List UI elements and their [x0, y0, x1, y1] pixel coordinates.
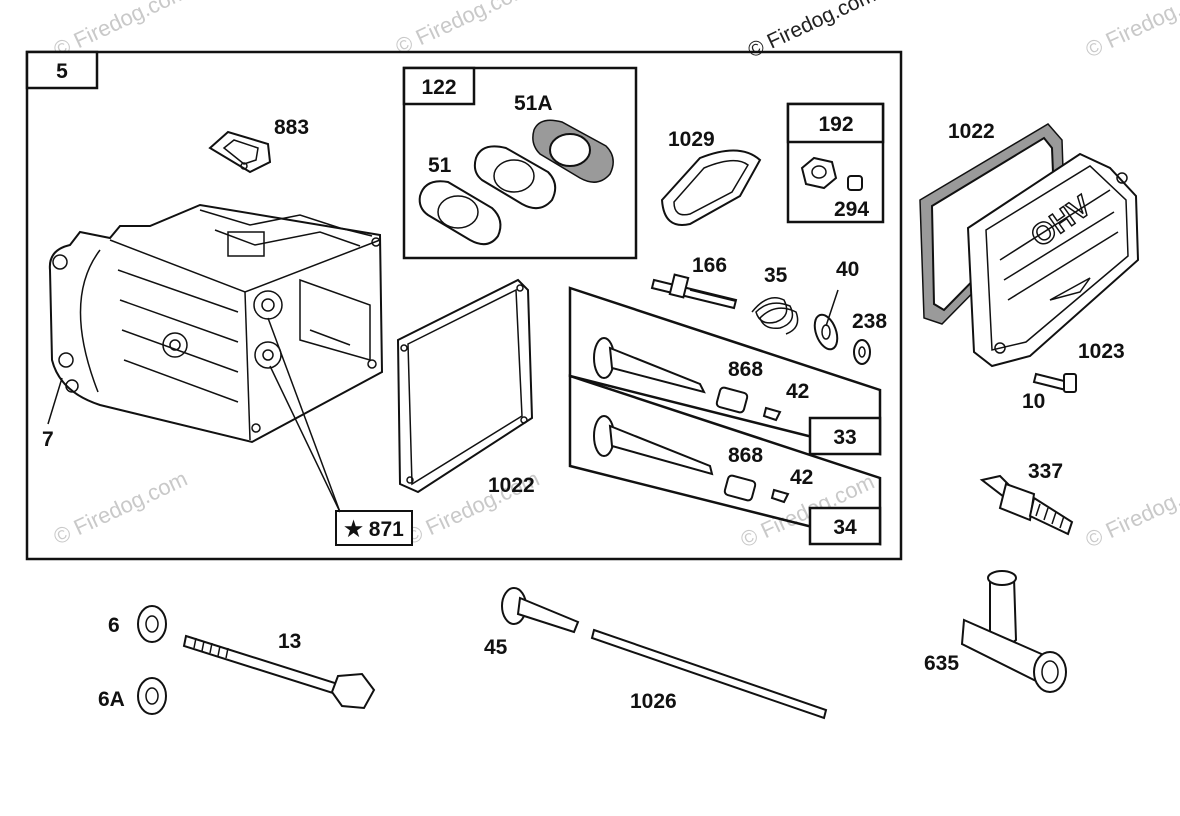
- label-294: 294: [834, 198, 869, 221]
- spark-plug: [979, 474, 1074, 536]
- label-1023: 1023: [1078, 340, 1125, 363]
- gasket-883: [208, 130, 272, 174]
- nut-set-number-box: [786, 102, 885, 144]
- kit-number: ★ 871: [344, 518, 404, 541]
- assembly-number: 5: [56, 60, 68, 83]
- washer-6: [137, 605, 167, 643]
- gasket-set-number-box: [402, 66, 476, 106]
- valve-cover: OHV: [919, 123, 1140, 368]
- washer-238: [853, 339, 871, 365]
- label-883: 883: [274, 116, 309, 139]
- cylinder-head: [48, 203, 384, 444]
- label-868-b: 868: [728, 444, 763, 467]
- label-1022-gasket: 1022: [488, 474, 535, 497]
- rocker-stud: [650, 273, 738, 310]
- label-1029: 1029: [668, 128, 715, 151]
- kit-number-box: [335, 510, 413, 546]
- label-10: 10: [1022, 390, 1045, 413]
- breather-tube: [960, 570, 1067, 693]
- valve-exhaust-number: 34: [833, 516, 857, 539]
- label-42-b: 42: [790, 466, 813, 489]
- gasket-1029: [660, 149, 762, 226]
- assembly-number-box: [25, 50, 99, 90]
- tappet: [501, 587, 580, 634]
- intake-valve: [593, 337, 782, 422]
- label-51: 51: [428, 154, 452, 177]
- label-166: 166: [692, 254, 727, 277]
- watermark-2: © Firedog.com: [392, 0, 534, 60]
- push-rod: [590, 628, 828, 720]
- label-238: 238: [852, 310, 887, 333]
- valve-exhaust-number-box: [808, 506, 882, 546]
- label-13: 13: [278, 630, 301, 653]
- intake-gaskets: [418, 119, 614, 246]
- label-6: 6: [108, 614, 120, 637]
- cover-screw: [1032, 372, 1077, 393]
- watermark-3: © Firedog.com: [1082, 0, 1180, 63]
- label-35: 35: [764, 264, 788, 287]
- label-868-a: 868: [728, 358, 763, 381]
- label-7: 7: [42, 428, 54, 451]
- head-gasket: [396, 278, 534, 494]
- watermark-4: © Firedog.com: [50, 466, 192, 550]
- valve-intake-number: 33: [833, 426, 856, 449]
- spring-retainer: [813, 313, 839, 351]
- leader-lines: [47, 289, 839, 513]
- label-337: 337: [1028, 460, 1063, 483]
- nut-set-number: 192: [818, 113, 853, 136]
- label-1022-cover: 1022: [948, 120, 995, 143]
- assembly-frame: [25, 50, 903, 561]
- label-635: 635: [924, 652, 959, 675]
- head-bolt: [182, 634, 376, 710]
- label-42-a: 42: [786, 380, 809, 403]
- label-51a: 51A: [514, 92, 553, 115]
- label-40: 40: [836, 258, 859, 281]
- valve-intake-number-box: [808, 416, 882, 456]
- label-6a: 6A: [98, 688, 125, 711]
- part-labels: 883 51A 51 1029 294 7 1022 166 35 40 238…: [42, 92, 1125, 713]
- nuts: [800, 156, 863, 191]
- gasket-set-number: 122: [421, 76, 456, 99]
- exhaust-valve: [593, 415, 790, 504]
- valve-spring: [751, 297, 799, 335]
- watermark-7: © Firedog.com: [1082, 469, 1180, 553]
- washer-6a: [137, 677, 167, 715]
- label-1026: 1026: [630, 690, 677, 713]
- label-45: 45: [484, 636, 508, 659]
- gasket-set-frame: [402, 66, 638, 260]
